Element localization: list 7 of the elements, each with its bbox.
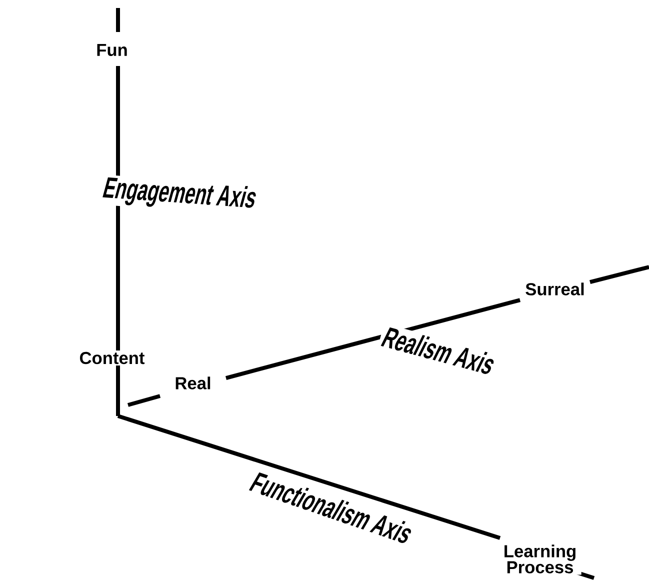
axis-point-label: Surreal (524, 281, 586, 297)
axis-point-label: Learning Process (498, 543, 582, 575)
axis-point-label: Fun (94, 42, 130, 58)
axis-title: Realism Axis (378, 323, 496, 377)
axis-point-label: Content (78, 350, 146, 366)
axis-point-label: Real (173, 375, 213, 391)
axis-title: Engagement Axis (100, 174, 256, 216)
